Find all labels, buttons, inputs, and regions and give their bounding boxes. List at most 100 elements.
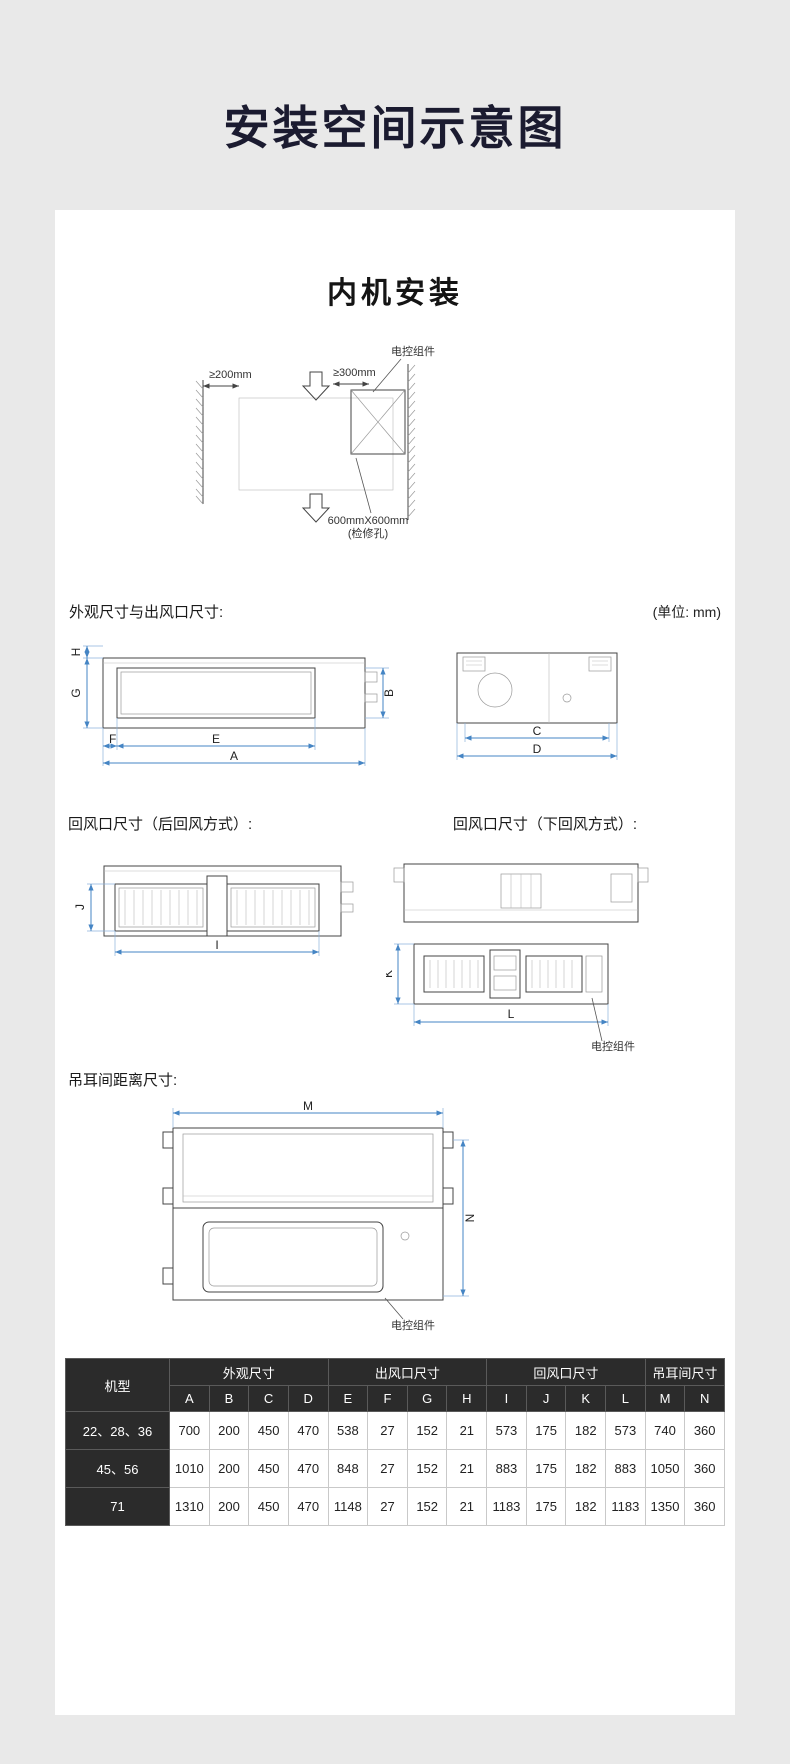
- right-clearance-label: ≥300mm: [333, 367, 376, 379]
- col-header: H: [446, 1385, 488, 1412]
- dim-label-h: H: [69, 648, 83, 657]
- spec-cell: 1010: [169, 1449, 210, 1488]
- right-wall: [407, 364, 416, 520]
- spec-cell: 573: [486, 1411, 527, 1450]
- bottom-return-drawing: K L 电控组件: [386, 863, 649, 1053]
- outline-heading-row: 外观尺寸与出风口尺寸: (单位: mm): [55, 601, 735, 622]
- unit-body: [102, 657, 378, 729]
- model-cell: 71: [65, 1487, 170, 1526]
- spec-cell: 27: [367, 1449, 408, 1488]
- col-header: B: [208, 1385, 250, 1412]
- col-header: J: [525, 1385, 567, 1412]
- group-header-outlet: 出风口尺寸: [327, 1358, 488, 1386]
- model-cell: 45、56: [65, 1449, 170, 1488]
- dim-label-m: M: [303, 1100, 313, 1113]
- group-header-lug: 吊耳间尺寸: [644, 1358, 726, 1386]
- page-title: 安装空间示意图: [223, 102, 567, 154]
- dimension-lines: [394, 943, 609, 1026]
- dim-label-i: I: [215, 938, 218, 952]
- spec-cell: 1183: [605, 1487, 646, 1526]
- spec-cell: 175: [525, 1487, 567, 1526]
- ebox-label-lug: 电控组件: [391, 1318, 435, 1332]
- model-header: 机型: [65, 1358, 170, 1412]
- model-cell: 22、28、36: [65, 1411, 170, 1450]
- unit-side-body: [456, 652, 618, 724]
- content-card: 内机安装: [55, 210, 735, 1715]
- dim-label-b: B: [382, 689, 396, 697]
- spec-cell: 700: [169, 1411, 210, 1450]
- spec-cell: 21: [446, 1487, 488, 1526]
- spec-cell: 470: [287, 1411, 329, 1450]
- spec-cell: 182: [565, 1487, 607, 1526]
- front-view-drawing: F E A G H B: [69, 645, 396, 766]
- spec-cell: 883: [486, 1449, 527, 1488]
- spec-cell: 152: [406, 1487, 448, 1526]
- spec-cell: 360: [684, 1449, 725, 1488]
- spec-cell: 200: [208, 1487, 250, 1526]
- col-header: I: [486, 1385, 527, 1412]
- spec-cell: 175: [525, 1411, 567, 1450]
- spec-cell: 1050: [644, 1449, 686, 1488]
- spec-cell: 21: [446, 1411, 488, 1450]
- return-views-row: J I: [55, 852, 735, 1057]
- dim-label-j: J: [73, 904, 87, 910]
- col-header: G: [406, 1385, 448, 1412]
- unit-bottom-view: [413, 943, 609, 1005]
- group-header-outline: 外观尺寸: [169, 1358, 329, 1386]
- table-row: 71 1310 200 450 470 1148 27 152 21 1183 …: [65, 1487, 725, 1526]
- dimension-lines: [83, 645, 389, 766]
- ebox-label: 电控组件: [391, 344, 435, 358]
- electric-control-box: [350, 389, 406, 455]
- airflow-down-arrow-icon: [301, 371, 331, 401]
- spec-cell: 450: [248, 1449, 289, 1488]
- unit-note: (单位: mm): [652, 604, 721, 620]
- dimension-lines: [172, 1108, 469, 1297]
- table-row: 22、28、36 700 200 450 470 538 27 152 21 5…: [65, 1411, 725, 1450]
- inspection-hole-leader: [355, 457, 372, 514]
- col-header: F: [367, 1385, 408, 1412]
- spec-cell: 200: [208, 1411, 250, 1450]
- spec-cell: 740: [644, 1411, 686, 1450]
- dim-label-n: N: [463, 1214, 477, 1223]
- spec-cell: 848: [327, 1449, 369, 1488]
- spec-cell: 182: [565, 1411, 607, 1450]
- inspection-hole-note: (检修孔): [348, 526, 388, 540]
- dim-label-d: D: [533, 742, 542, 756]
- clearance-drawing: 电控组件 ≥200mm ≥300mm 600mmX600mm (检修孔): [195, 344, 435, 540]
- spec-cell: 360: [684, 1411, 725, 1450]
- spec-table: 机型 外观尺寸 出风口尺寸 回风口尺寸 吊耳间尺寸 A B C D E F G …: [65, 1358, 726, 1526]
- lug-drawing: M N 电控组件: [162, 1099, 477, 1332]
- rear-return-heading: 回风口尺寸（后回风方式）:: [68, 816, 253, 833]
- spec-cell: 470: [287, 1449, 329, 1488]
- spec-cell: 21: [446, 1449, 488, 1488]
- spec-cell: 200: [208, 1449, 250, 1488]
- side-view-drawing: C D: [456, 652, 618, 760]
- table-row: 45、56 1010 200 450 470 848 27 152 21 883…: [65, 1449, 725, 1488]
- dim-label-f: F: [109, 732, 116, 746]
- ebox-label-bottom: 电控组件: [591, 1039, 635, 1053]
- col-header: N: [684, 1385, 725, 1412]
- spec-cell: 27: [367, 1487, 408, 1526]
- clearance-diagram: 电控组件 ≥200mm ≥300mm 600mmX600mm (检修孔): [173, 342, 735, 547]
- bottom-return-heading: 回风口尺寸（下回风方式）:: [452, 816, 637, 833]
- group-header-return: 回风口尺寸: [486, 1358, 646, 1386]
- ebox-leader-lug: [384, 1297, 404, 1320]
- spec-cell: 182: [565, 1449, 607, 1488]
- outline-views-row: F E A G H B: [55, 638, 735, 773]
- spec-cell: 1350: [644, 1487, 686, 1526]
- spec-cell: 470: [287, 1487, 329, 1526]
- dimension-lines: [87, 883, 320, 956]
- lug-heading: 吊耳间距离尺寸:: [68, 1072, 178, 1089]
- spec-cell: 360: [684, 1487, 725, 1526]
- lug-diagram: M N 电控组件: [133, 1099, 735, 1340]
- dim-label-k: K: [386, 970, 395, 978]
- col-header: E: [327, 1385, 369, 1412]
- unit-profile: [393, 863, 649, 923]
- ebox-leader: [372, 358, 402, 393]
- spec-cell: 883: [605, 1449, 646, 1488]
- spec-cell: 573: [605, 1411, 646, 1450]
- spec-cell: 450: [248, 1411, 289, 1450]
- spec-cell: 152: [406, 1449, 448, 1488]
- col-header: K: [565, 1385, 607, 1412]
